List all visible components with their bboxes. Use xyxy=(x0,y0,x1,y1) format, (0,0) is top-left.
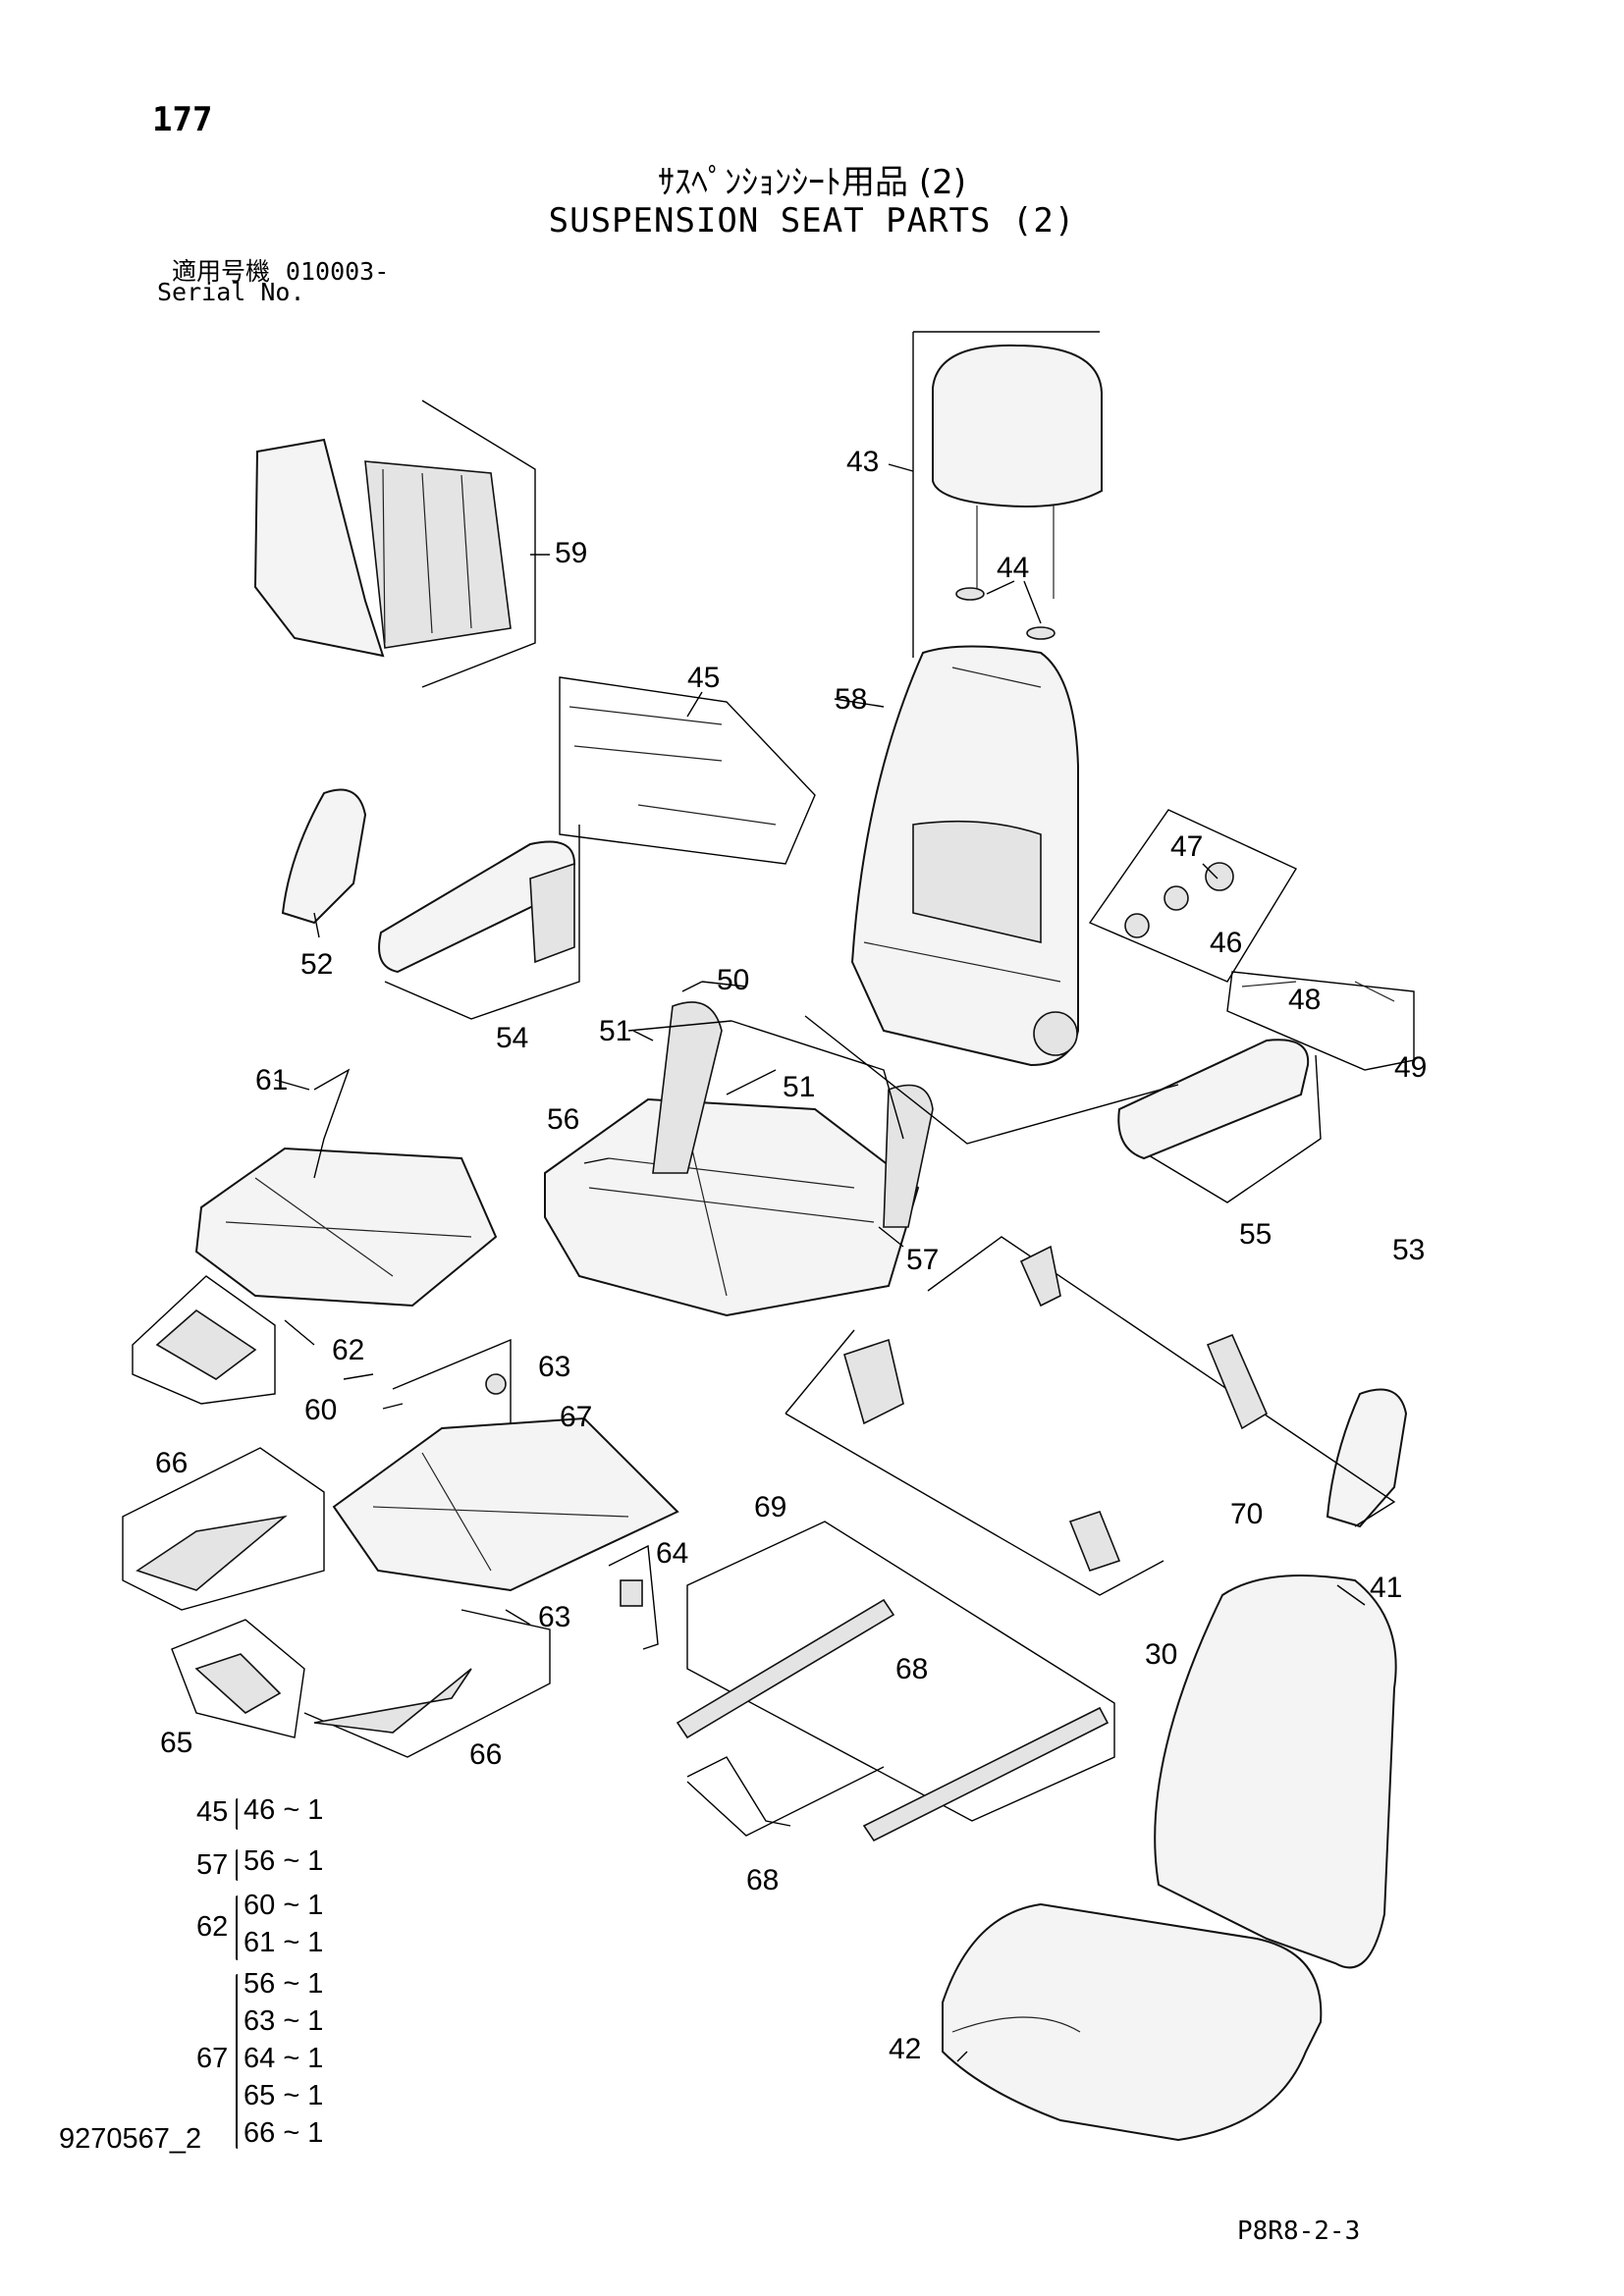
callout-58: 58 xyxy=(835,683,867,716)
part-64-drawing xyxy=(608,1544,659,1650)
kit-child: 46 ~ 1 xyxy=(244,1794,324,1826)
serial-value: 010003- xyxy=(285,257,390,286)
callout-50: 50 xyxy=(717,964,749,996)
kit-child: 61 ~ 1 xyxy=(244,1927,324,1958)
part-43-drawing xyxy=(912,331,1103,658)
page-number: 177 xyxy=(152,100,213,139)
callout-57: 57 xyxy=(906,1244,939,1276)
part-65-drawing xyxy=(171,1619,305,1738)
callout-46: 46 xyxy=(1210,927,1242,959)
kit-child: 56 ~ 1 xyxy=(244,1968,324,2000)
part-68-drawing xyxy=(686,1756,885,1837)
callout-64: 64 xyxy=(656,1537,688,1570)
callout-63: 63 xyxy=(538,1351,570,1383)
kit-brace xyxy=(236,1896,238,1960)
kit-parent: 67 xyxy=(196,2043,229,2074)
callout-65: 65 xyxy=(160,1727,192,1759)
kit-child: 64 ~ 1 xyxy=(244,2043,324,2074)
callout-67: 67 xyxy=(560,1401,592,1433)
callout-43: 43 xyxy=(846,446,879,478)
part-59-drawing xyxy=(253,400,536,688)
leader-lines xyxy=(274,463,1366,2062)
callout-51b: 51 xyxy=(783,1071,815,1103)
callout-53: 53 xyxy=(1392,1234,1425,1266)
part-55-drawing xyxy=(1117,1039,1322,1203)
callout-45: 45 xyxy=(687,662,720,694)
callout-70: 70 xyxy=(1230,1498,1263,1530)
page-code: P8R8-2-3 xyxy=(1237,2216,1361,2246)
part-62-drawing xyxy=(194,1068,498,1308)
kit-brace xyxy=(236,1849,238,1881)
callout-30: 30 xyxy=(1145,1638,1177,1671)
part-53-drawing xyxy=(1326,1388,1408,1528)
kit-62: 62 60 ~ 1 61 ~ 1 xyxy=(187,1890,363,1968)
callout-59: 59 xyxy=(555,537,587,569)
callout-55: 55 xyxy=(1239,1218,1272,1251)
kit-parent: 45 xyxy=(196,1796,229,1828)
page-title-japanese: ｻｽﾍﾟﾝｼｮﾝｼｰﾄ用品 (2) xyxy=(658,163,966,202)
kit-45: 45 46 ~ 1 xyxy=(187,1794,363,1836)
kit-brace xyxy=(236,1974,238,2149)
callout-62: 62 xyxy=(332,1334,364,1366)
serial-label-jp: 適用号機 xyxy=(172,257,271,286)
part-45-drawing xyxy=(559,676,816,865)
callout-44: 44 xyxy=(997,552,1029,584)
part-58-drawing xyxy=(850,645,1079,1067)
callout-52: 52 xyxy=(300,948,333,981)
callout-labels: 43 44 59 45 58 47 46 48 49 52 54 50 51 5… xyxy=(155,446,1427,2065)
callout-49: 49 xyxy=(1394,1051,1427,1084)
kit-child: 56 ~ 1 xyxy=(244,1845,324,1877)
callout-48: 48 xyxy=(1288,984,1321,1016)
part-46-49-drawing xyxy=(1088,809,1415,1071)
callout-61: 61 xyxy=(255,1064,288,1096)
part-57-drawing xyxy=(544,1001,1179,1317)
callout-42: 42 xyxy=(889,2033,921,2065)
part-69-drawing xyxy=(676,1521,1115,1842)
part-67-drawing xyxy=(332,1338,679,1592)
part-30-drawing xyxy=(785,1329,1164,1596)
callout-47: 47 xyxy=(1170,830,1203,863)
callout-69: 69 xyxy=(754,1491,786,1523)
part-54-drawing xyxy=(378,825,580,1020)
part-60-drawing xyxy=(132,1275,276,1405)
callout-60: 60 xyxy=(304,1394,337,1426)
kit-parent: 57 xyxy=(196,1849,229,1881)
kit-child: 63 ~ 1 xyxy=(244,2005,324,2037)
drawing-number: 9270567_2 xyxy=(59,2123,202,2155)
callout-54: 54 xyxy=(496,1022,528,1054)
kit-67: 67 56 ~ 1 63 ~ 1 64 ~ 1 65 ~ 1 66 ~ 1 xyxy=(187,1968,363,2157)
kit-parent: 62 xyxy=(196,1911,229,1943)
serial-label: Serial No. xyxy=(157,278,305,306)
kit-57: 57 56 ~ 1 xyxy=(187,1845,363,1887)
page-title: SUSPENSION SEAT PARTS (2) xyxy=(548,201,1076,240)
callout-68: 68 xyxy=(895,1653,928,1685)
kit-child: 65 ~ 1 xyxy=(244,2080,324,2111)
kit-brace xyxy=(236,1798,238,1830)
kit-child: 66 ~ 1 xyxy=(244,2117,324,2149)
callout-56: 56 xyxy=(547,1103,579,1136)
serial-label-japanese: 適用号機 010003- xyxy=(172,252,389,288)
kit-child: 60 ~ 1 xyxy=(244,1890,324,1921)
part-41-drawing xyxy=(1154,1575,1397,1969)
callout-41: 41 xyxy=(1370,1572,1402,1604)
callout-66: 66 xyxy=(155,1447,188,1479)
callout-66b: 66 xyxy=(469,1738,502,1771)
callout-51: 51 xyxy=(599,1015,631,1047)
part-42-drawing xyxy=(942,1902,1323,2142)
part-70-drawing xyxy=(927,1236,1396,1527)
callout-68b: 68 xyxy=(746,1864,779,1896)
part-52-drawing xyxy=(281,788,367,925)
part-66-drawing xyxy=(122,1447,551,1758)
callout-63b: 63 xyxy=(538,1601,570,1633)
